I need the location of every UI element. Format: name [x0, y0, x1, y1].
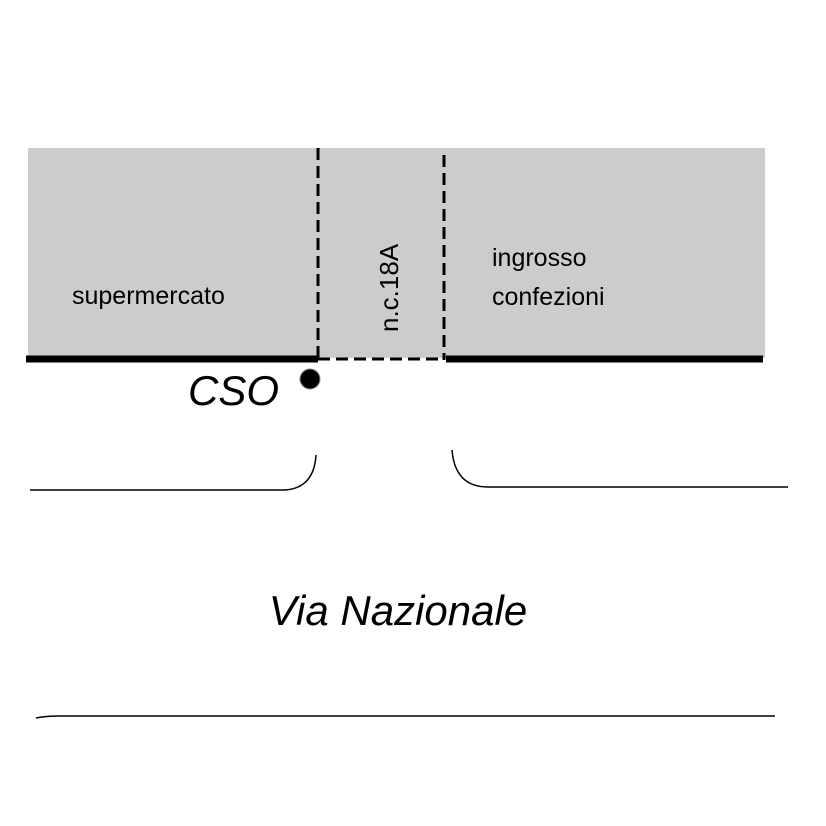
label-cso: CSO — [188, 367, 279, 414]
label-civic-number: n.c.18A — [374, 243, 404, 332]
cso-marker-dot — [299, 368, 321, 390]
label-ingrosso: ingrosso — [492, 244, 587, 272]
curb-right — [451, 449, 788, 488]
label-street-name: Via Nazionale — [269, 587, 527, 634]
label-supermercato: supermercato — [72, 282, 225, 310]
curb-left — [30, 454, 317, 491]
label-confezioni: confezioni — [492, 283, 605, 311]
road-edge-bottom — [35, 715, 775, 719]
building-block — [28, 148, 765, 358]
